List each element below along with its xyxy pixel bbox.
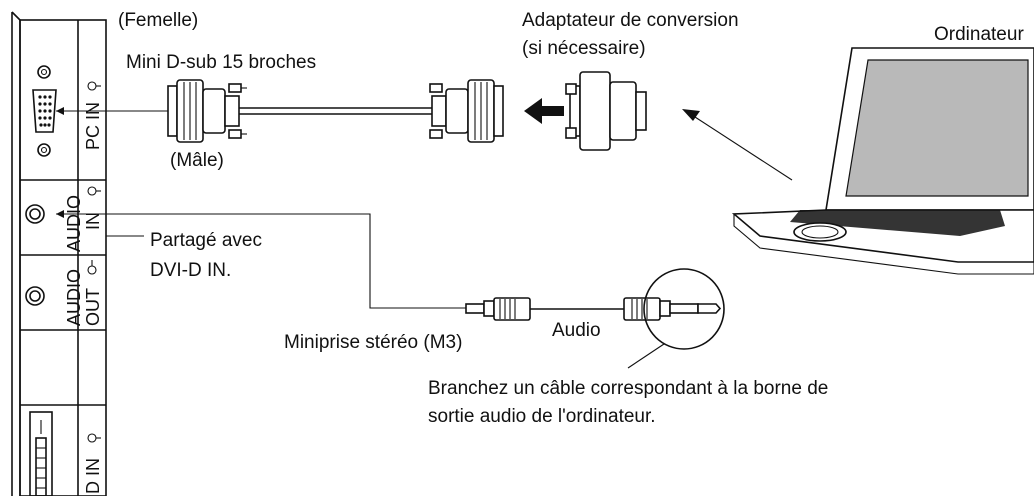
laptop-pointer-line [694,116,793,181]
dvi-in-symbol-icon [87,433,101,443]
mini-dsub-label: Mini D-sub 15 broches [126,52,316,73]
audio-cable [56,210,725,369]
audio-in-label-1: AUDIO [64,195,84,252]
audio-out-label-2: OUT [83,288,103,326]
female-label: (Femelle) [118,10,198,31]
audio-label: Audio [552,320,601,341]
audio-plug-left [465,297,531,321]
dvi-d-in-port: D IN [29,411,103,496]
stereo-plug-label: Miniprise stéréo (M3) [284,332,462,353]
note-line-1: Branchez un câble correspondant à la bor… [428,378,828,399]
insert-arrow-icon [524,98,564,124]
male-label: (Mâle) [170,150,224,171]
audio-in-label-2: IN [83,212,103,230]
laptop-computer [731,47,1034,275]
pc-in-symbol-icon [87,81,101,91]
shared-label-2: DVI-D IN. [150,260,231,281]
audio-in-symbol-icon [87,186,101,196]
pc-in-label: PC IN [83,102,103,150]
audio-note-pointer-line [627,343,665,369]
note-line-2: sortie audio de l'ordinateur. [428,406,656,427]
laptop-pointer-arrowhead [682,109,700,121]
audio-plug-highlight-circle [643,268,725,350]
adapter-label-1: Adaptateur de conversion [522,10,739,31]
pc-in-pins [38,95,52,127]
pc-in-port: PC IN [32,65,103,157]
adapter-label-2: (si nécessaire) [522,38,646,59]
display-terminal-panel: PC IN AUDIO IN AUDIO OUT [11,11,107,496]
vga-cable [56,79,504,143]
audio-plug-right [623,297,722,321]
dvi-in-label: D IN [83,458,103,494]
computer-label: Ordinateur [934,24,1024,45]
audio-in-port: AUDIO IN [25,186,103,252]
conversion-adapter [565,71,647,151]
vga-connector-right [429,79,504,143]
shared-label-1: Partagé avec [150,230,262,251]
audio-out-symbol-icon [87,260,97,275]
audio-out-port: AUDIO OUT [25,260,103,326]
vga-connector-left [167,79,247,143]
audio-out-label-1: AUDIO [64,269,84,326]
